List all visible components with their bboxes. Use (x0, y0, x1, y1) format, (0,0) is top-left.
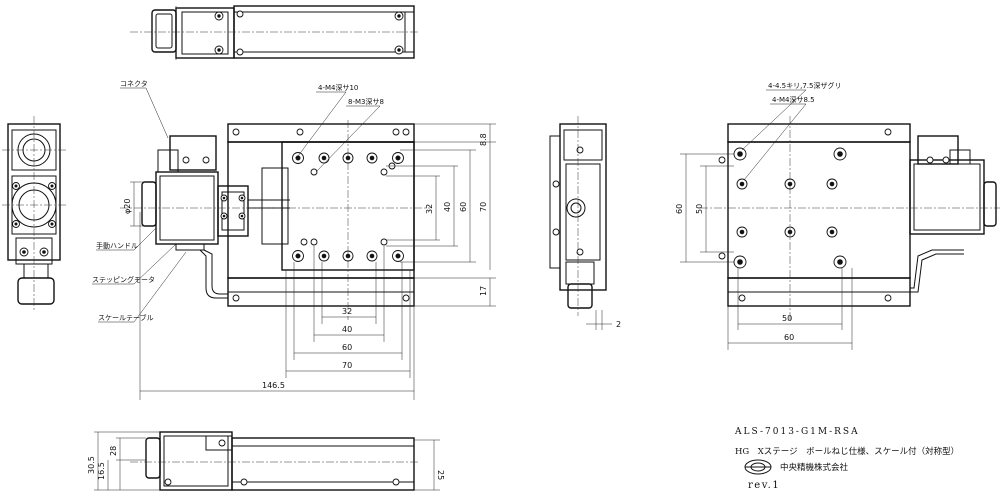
company-logo (744, 459, 772, 475)
callout-m3-8: 8-M3深サ8 (348, 97, 384, 106)
callout-scale-table: スケールテーブル (98, 313, 154, 322)
dim-50-bottomview-h: 50 (782, 314, 792, 323)
dim-2: 2 (616, 320, 621, 329)
dim-32-bottom: 32 (342, 307, 352, 316)
title-block: ALS-7013-G1M-RSA HG Xステージ ボールねじ仕様、スケール付（… (734, 427, 959, 491)
company-name: 中央精機株式会社 (780, 462, 849, 473)
model-number: ALS-7013-G1M-RSA (734, 427, 860, 437)
revision: rev.1 (748, 480, 780, 491)
dim-60-bottomview-v: 60 (675, 204, 684, 214)
dim-phi20: φ20 (123, 199, 132, 214)
callout-m4-8-5: 4-M4深サ8.5 (772, 95, 815, 104)
dim-50-bottomview-v: 50 (695, 204, 704, 214)
callout-m4-10: 4-M4深サ10 (318, 83, 358, 92)
dim-146-5: 146.5 (262, 381, 285, 390)
callout-handle: 手動ハンドル (96, 241, 138, 250)
dim-60-bottomview-h: 60 (784, 333, 794, 342)
dim-17: 17 (479, 286, 488, 296)
front-view-dimensions: 146.5 70 60 40 32 8.8 70 17 60 40 (123, 123, 496, 400)
bottom-elevation-view: 30.5 28 16.5 25 (87, 431, 445, 491)
dim-16-5: 16.5 (97, 462, 106, 480)
dim-70-bottom: 70 (342, 361, 352, 370)
right-side-view: 2 (549, 116, 621, 330)
dim-40-bottom: 40 (342, 325, 352, 334)
dim-60-side: 60 (459, 202, 468, 212)
callout-connector: コネクタ (120, 79, 148, 88)
dim-60-bottom: 60 (342, 343, 352, 352)
dim-8-8: 8.8 (479, 133, 488, 146)
front-view-callouts: コネクタ 4-M4深サ10 8-M3深サ8 手動ハンドル ステッピングモータ ス… (92, 79, 384, 323)
dim-32-side: 32 (425, 204, 434, 214)
dim-28: 28 (109, 446, 118, 456)
top-view (130, 5, 420, 60)
dim-70-side: 70 (479, 202, 488, 212)
callout-motor: ステッピングモータ (92, 275, 155, 284)
product-description: HG Xステージ ボールねじ仕様、スケール付（対称型） (735, 446, 959, 457)
front-view (120, 120, 430, 320)
bottom-view: 60 50 50 60 4-4.5キリ,7.5深ザグリ 4-M4深サ8.5 (675, 81, 1000, 350)
dim-40-side: 40 (443, 202, 452, 212)
left-side-view (2, 116, 66, 310)
callout-cbore: 4-4.5キリ,7.5深ザグリ (768, 81, 841, 90)
dim-30-5: 30.5 (87, 456, 96, 474)
dim-25: 25 (436, 470, 445, 480)
